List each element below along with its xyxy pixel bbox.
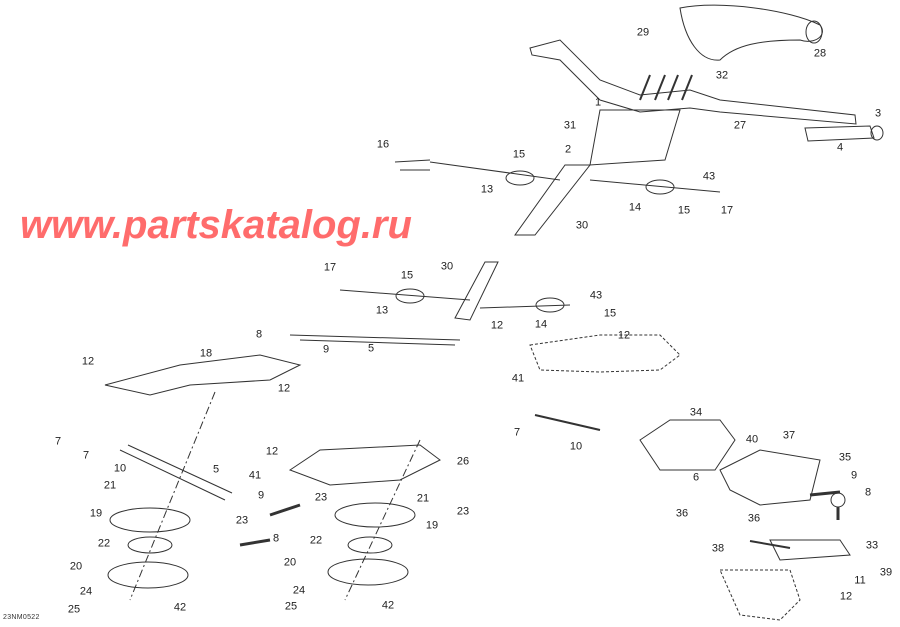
callout-2[interactable]: 2 <box>564 143 572 156</box>
callout-13[interactable]: 13 <box>375 304 389 317</box>
callout-32[interactable]: 32 <box>715 69 729 82</box>
callout-10[interactable]: 10 <box>113 462 127 475</box>
callout-9[interactable]: 9 <box>850 469 858 482</box>
callout-38[interactable]: 38 <box>711 542 725 555</box>
callout-33[interactable]: 33 <box>865 539 879 552</box>
callout-6[interactable]: 6 <box>692 471 700 484</box>
callout-15[interactable]: 15 <box>512 148 526 161</box>
callout-10[interactable]: 10 <box>569 440 583 453</box>
callout-23[interactable]: 23 <box>235 514 249 527</box>
callout-43[interactable]: 43 <box>702 170 716 183</box>
callout-36[interactable]: 36 <box>675 507 689 520</box>
callout-15[interactable]: 15 <box>603 307 617 320</box>
callout-23[interactable]: 23 <box>456 505 470 518</box>
callout-39[interactable]: 39 <box>879 566 893 579</box>
drawing-code: 23NM0522 <box>3 614 40 621</box>
callout-40[interactable]: 40 <box>745 433 759 446</box>
callout-12[interactable]: 12 <box>81 355 95 368</box>
callout-14[interactable]: 14 <box>628 201 642 214</box>
callout-24[interactable]: 24 <box>292 584 306 597</box>
callout-12[interactable]: 12 <box>617 329 631 342</box>
callout-28[interactable]: 28 <box>813 47 827 60</box>
callout-22[interactable]: 22 <box>97 537 111 550</box>
callout-37[interactable]: 37 <box>782 429 796 442</box>
callout-30[interactable]: 30 <box>440 260 454 273</box>
callout-9[interactable]: 9 <box>257 489 265 502</box>
callout-1[interactable]: 1 <box>594 96 602 109</box>
callout-12[interactable]: 12 <box>277 382 291 395</box>
callout-5[interactable]: 5 <box>367 342 375 355</box>
callout-20[interactable]: 20 <box>283 556 297 569</box>
callout-25[interactable]: 25 <box>67 603 81 616</box>
callout-21[interactable]: 21 <box>103 479 117 492</box>
callout-7[interactable]: 7 <box>82 449 90 462</box>
callout-12[interactable]: 12 <box>265 445 279 458</box>
callout-22[interactable]: 22 <box>309 534 323 547</box>
callout-7[interactable]: 7 <box>513 426 521 439</box>
callout-16[interactable]: 16 <box>376 138 390 151</box>
callout-23[interactable]: 23 <box>314 491 328 504</box>
callout-34[interactable]: 34 <box>689 406 703 419</box>
callout-43[interactable]: 43 <box>589 289 603 302</box>
callout-13[interactable]: 13 <box>480 183 494 196</box>
callout-5[interactable]: 5 <box>212 463 220 476</box>
callout-15[interactable]: 15 <box>400 269 414 282</box>
callout-21[interactable]: 21 <box>416 492 430 505</box>
callout-12[interactable]: 12 <box>839 590 853 603</box>
callout-41[interactable]: 41 <box>248 469 262 482</box>
callout-8[interactable]: 8 <box>864 486 872 499</box>
callout-15[interactable]: 15 <box>677 204 691 217</box>
callout-26[interactable]: 26 <box>456 455 470 468</box>
callout-35[interactable]: 35 <box>838 451 852 464</box>
callout-8[interactable]: 8 <box>272 532 280 545</box>
callout-8[interactable]: 8 <box>255 328 263 341</box>
callout-25[interactable]: 25 <box>284 600 298 613</box>
callout-42[interactable]: 42 <box>381 599 395 612</box>
callout-41[interactable]: 41 <box>511 372 525 385</box>
callout-30[interactable]: 30 <box>575 219 589 232</box>
callout-17[interactable]: 17 <box>323 261 337 274</box>
callout-19[interactable]: 19 <box>425 519 439 532</box>
callout-14[interactable]: 14 <box>534 318 548 331</box>
callout-11[interactable]: 11 <box>854 574 866 587</box>
callout-24[interactable]: 24 <box>79 585 93 598</box>
callout-36[interactable]: 36 <box>747 512 761 525</box>
callout-27[interactable]: 27 <box>733 119 747 132</box>
callout-42[interactable]: 42 <box>173 601 187 614</box>
callout-20[interactable]: 20 <box>69 560 83 573</box>
callout-7[interactable]: 7 <box>54 435 62 448</box>
callout-3[interactable]: 3 <box>874 107 882 120</box>
callout-29[interactable]: 29 <box>636 26 650 39</box>
callout-9[interactable]: 9 <box>322 343 330 356</box>
callout-4[interactable]: 4 <box>836 141 844 154</box>
callout-12[interactable]: 12 <box>490 319 504 332</box>
callout-31[interactable]: 31 <box>563 119 577 132</box>
watermark: www.partskatalog.ru <box>20 203 412 247</box>
callout-19[interactable]: 19 <box>89 507 103 520</box>
callout-18[interactable]: 18 <box>199 347 213 360</box>
callout-17[interactable]: 17 <box>720 204 734 217</box>
